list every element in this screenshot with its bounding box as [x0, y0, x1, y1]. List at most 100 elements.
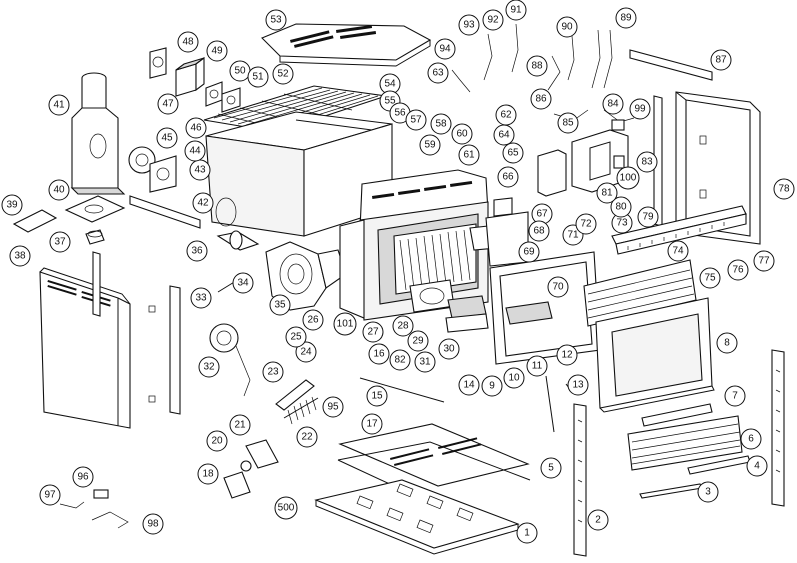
callout-number: 76: [732, 265, 744, 276]
callout-31: 31: [414, 351, 436, 373]
callout-36: 36: [186, 240, 208, 262]
louver-6: [627, 415, 743, 471]
callout-number: 77: [758, 256, 770, 267]
callout-70: 70: [547, 276, 569, 298]
callout-number: 10: [508, 373, 520, 384]
callout-number: 96: [77, 472, 89, 483]
callout-84: 84: [602, 93, 624, 115]
part-97: [59, 501, 85, 509]
top-trim-87: [629, 49, 713, 81]
plate-21: [245, 439, 279, 469]
flue-collar: [70, 72, 126, 195]
callout-1: 1: [516, 522, 538, 544]
nut-37: [85, 229, 105, 245]
callout-number: 54: [384, 79, 396, 90]
pipe-36: [216, 230, 260, 251]
callout-99: 99: [629, 98, 651, 120]
callout-number: 45: [161, 133, 173, 144]
side-bracket-42: [129, 195, 201, 229]
callout-number: 101: [337, 319, 354, 330]
callout-2: 2: [587, 509, 609, 531]
callout-14: 14: [458, 374, 480, 396]
callout-41: 41: [48, 94, 70, 116]
callout-64: 64: [493, 124, 515, 146]
callout-number: 27: [367, 327, 379, 338]
callout-34: 34: [232, 272, 254, 294]
callout-number: 75: [704, 273, 716, 284]
stove-main-body: [339, 169, 529, 321]
callout-number: 43: [194, 165, 206, 176]
flange-45-44: [128, 146, 177, 193]
callout-11: 11: [526, 355, 548, 377]
callout-16: 16: [368, 343, 390, 365]
callout-66: 66: [497, 166, 519, 188]
callout-87: 87: [710, 49, 732, 71]
callout-number: 30: [443, 344, 455, 355]
callout-number: 11: [532, 361, 543, 372]
callout-10: 10: [503, 367, 525, 389]
strip-right-edge: [771, 349, 785, 507]
callout-75: 75: [699, 267, 721, 289]
callout-53: 53: [265, 9, 287, 31]
callout-52: 52: [272, 63, 294, 85]
left-trim-strip: [92, 251, 181, 415]
callout-8: 8: [716, 332, 738, 354]
callout-number: 61: [463, 150, 475, 161]
callout-37: 37: [49, 231, 71, 253]
callout-number: 6: [748, 434, 754, 445]
callout-38: 38: [9, 245, 31, 267]
callout-number: 48: [182, 37, 194, 48]
callout-43: 43: [189, 159, 211, 181]
auger-screw-22: [283, 396, 319, 425]
callout-number: 66: [502, 172, 514, 183]
callout-number: 17: [366, 419, 378, 430]
callout-number: 22: [301, 432, 313, 443]
callout-39: 39: [1, 194, 23, 216]
callout-15: 15: [366, 385, 388, 407]
callout-25: 25: [285, 326, 307, 348]
part-98: [91, 511, 129, 529]
callout-number: 49: [211, 46, 223, 57]
callout-44: 44: [184, 140, 206, 162]
callout-number: 100: [620, 173, 637, 184]
callout-number: 67: [536, 209, 548, 220]
callout-57: 57: [405, 109, 427, 131]
callout-number: 50: [234, 66, 246, 77]
callout-51: 51: [247, 66, 269, 88]
callout-number: 8: [724, 338, 730, 349]
callout-9: 9: [481, 375, 503, 397]
base-top-17: [338, 423, 530, 487]
callout-number: 20: [211, 436, 223, 447]
callout-number: 86: [535, 94, 547, 105]
part-96: [93, 489, 109, 499]
callout-number: 63: [432, 68, 444, 79]
callout-number: 1: [524, 528, 530, 539]
callout-24: 24: [295, 341, 317, 363]
callout-number: 62: [500, 110, 512, 121]
bracket-85: [537, 149, 567, 197]
callout-81: 81: [596, 182, 618, 204]
callout-22: 22: [296, 426, 318, 448]
callout-number: 24: [300, 347, 312, 358]
callout-number: 37: [54, 237, 66, 248]
callout-50: 50: [229, 60, 251, 82]
top-cover: [261, 23, 432, 67]
callout-number: 31: [419, 357, 431, 368]
callout-40: 40: [48, 179, 70, 201]
callout-101: 101: [333, 312, 357, 336]
callout-number: 72: [580, 219, 592, 230]
callout-number: 9: [489, 381, 495, 392]
callout-29: 29: [407, 330, 429, 352]
switch-99: [611, 119, 625, 131]
firebox-body: [205, 111, 393, 237]
callout-94: 94: [434, 38, 456, 60]
callout-number: 35: [274, 300, 286, 311]
callout-number: 52: [277, 69, 289, 80]
callout-92: 92: [482, 9, 504, 31]
callout-46: 46: [185, 117, 207, 139]
gasket-40: [64, 195, 126, 223]
callout-80: 80: [610, 196, 632, 218]
callout-number: 69: [523, 247, 535, 258]
callout-61: 61: [458, 144, 480, 166]
